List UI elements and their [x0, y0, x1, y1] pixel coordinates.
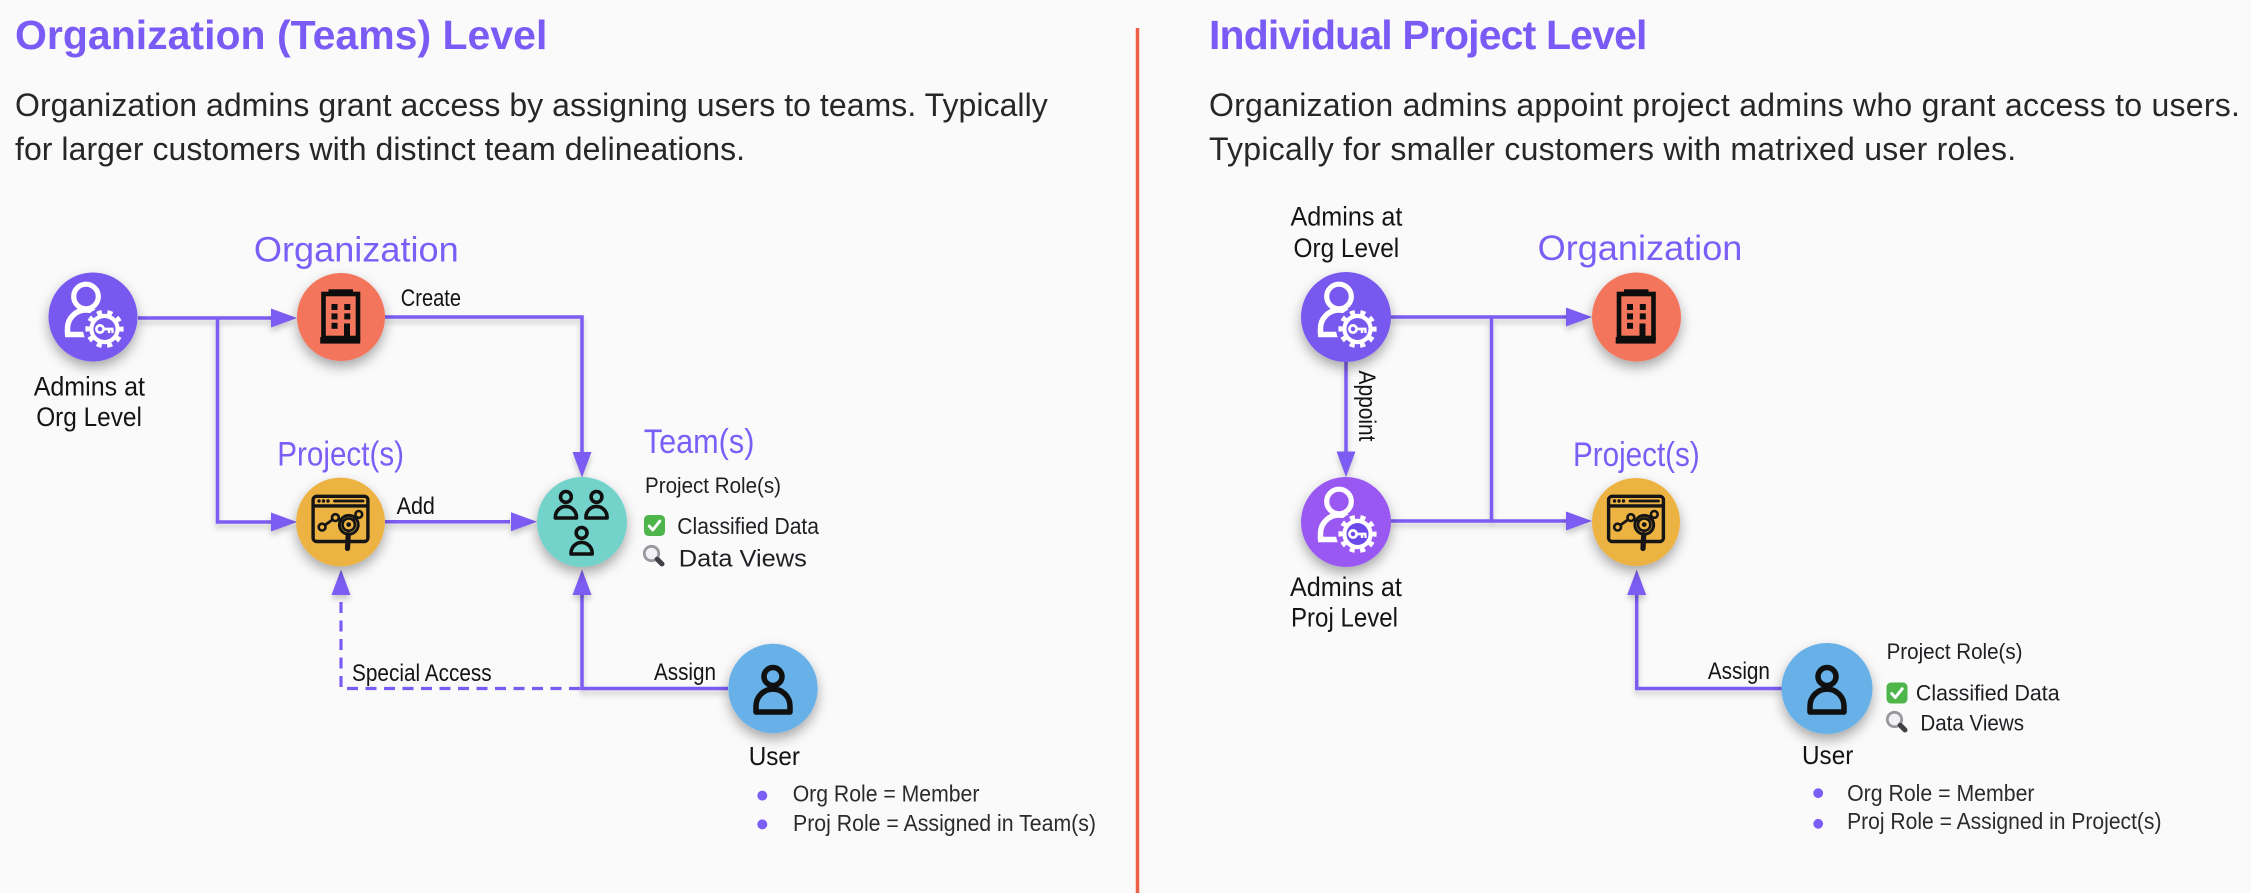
svg-text:Project(s): Project(s) [277, 435, 404, 473]
svg-text:Project Role(s): Project Role(s) [645, 473, 781, 498]
svg-text:Project Role(s): Project Role(s) [1887, 639, 2023, 664]
svg-text:Proj Level: Proj Level [1291, 602, 1398, 632]
svg-text:Org Level: Org Level [1294, 233, 1400, 263]
svg-text:Admins at: Admins at [1291, 202, 1403, 232]
svg-text:Org Level: Org Level [36, 402, 142, 432]
svg-text:Organization: Organization [1538, 229, 1743, 268]
svg-text:Team(s): Team(s) [644, 423, 755, 461]
svg-text:Proj Role = Assigned in Team(s: Proj Role = Assigned in Team(s) [793, 810, 1096, 836]
svg-text:Assign: Assign [1708, 658, 1770, 685]
svg-text:Org Role = Member: Org Role = Member [793, 780, 980, 806]
svg-text:Data Views: Data Views [1920, 711, 2024, 736]
svg-text:Project(s): Project(s) [1573, 436, 1700, 474]
svg-text:Classified Data: Classified Data [1916, 680, 2060, 705]
svg-text:Admins at: Admins at [34, 371, 146, 401]
svg-text:User: User [749, 741, 801, 771]
svg-text:Data Views: Data Views [679, 546, 807, 573]
svg-text:User: User [1802, 740, 1854, 770]
svg-text:Org Role = Member: Org Role = Member [1847, 780, 2035, 806]
svg-text:Classified Data: Classified Data [677, 513, 819, 539]
svg-text:Organization: Organization [254, 231, 459, 270]
svg-text:Assign: Assign [654, 659, 716, 686]
svg-text:Add: Add [397, 493, 435, 520]
svg-text:Appoint: Appoint [1353, 371, 1380, 442]
svg-text:Admins at: Admins at [1290, 572, 1402, 602]
svg-text:Proj Role = Assigned in Projec: Proj Role = Assigned in Project(s) [1847, 808, 2161, 834]
svg-text:Special Access: Special Access [352, 660, 492, 687]
svg-text:Create: Create [401, 285, 461, 312]
